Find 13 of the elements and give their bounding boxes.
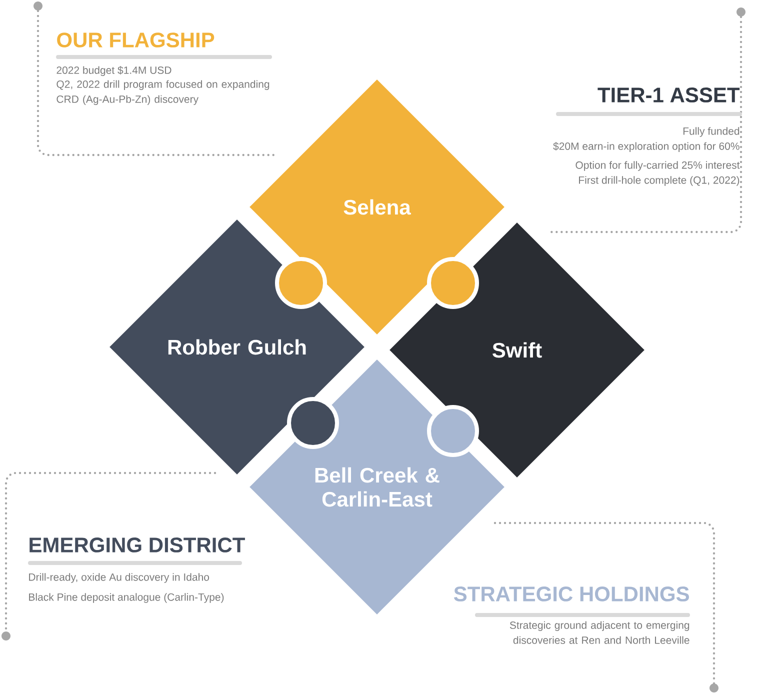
body-text: 2022 budget $1.4M USD [56, 66, 172, 76]
section-heading: STRATEGIC HOLDINGS [454, 586, 689, 602]
body-text: Black Pine deposit analogue (Carlin-Type) [29, 593, 224, 603]
body-text: Option for fully-carried 25% interest [576, 161, 740, 171]
body-text: Fully funded [683, 127, 740, 137]
section-heading: OUR FLAGSHIP [57, 32, 214, 48]
body-text: $20M earn-in exploration option for 60% [553, 142, 740, 152]
body-text: First drill-hole complete (Q1, 2022) [579, 176, 740, 186]
section-heading: EMERGING DISTRICT [30, 538, 245, 552]
body-text: Drill-ready, oxide Au discovery in Idaho [29, 573, 210, 583]
section-heading: TIER-1 ASSET [598, 88, 740, 102]
body-text: Strategic ground adjacent to emerging discoveries at Ren and North Leeville [510, 621, 690, 644]
body-text: Q2, 2022 drill program focused on expanding CRD (Ag-Au-Pb-Zn) discovery [56, 80, 270, 105]
